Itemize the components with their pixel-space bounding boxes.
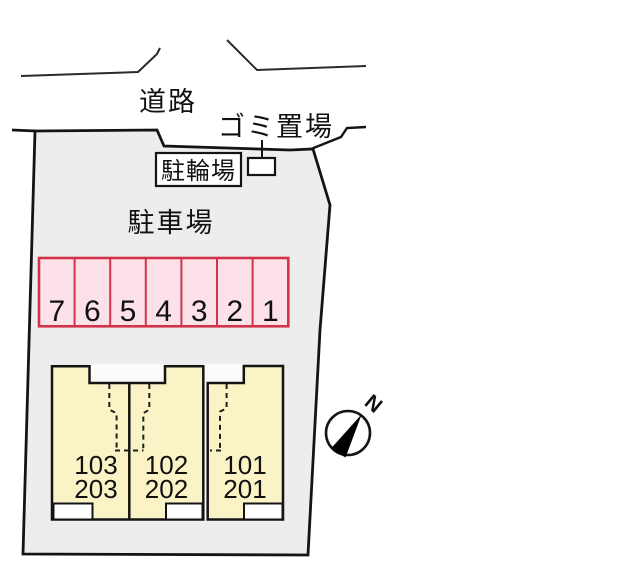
parking-space-number: 1: [262, 295, 279, 328]
parking-row: [37, 256, 290, 328]
building-notch: [207, 364, 244, 383]
compass-needle-icon: [331, 414, 362, 458]
unit-entrance: [243, 502, 284, 521]
garbage-box: [246, 156, 277, 177]
unit-entrance: [52, 502, 94, 521]
building-notch: [89, 364, 165, 383]
bicycle-parking-label: 駐輪場: [161, 158, 236, 185]
building-gap: [203, 364, 208, 519]
car-parking-label: 駐車場: [128, 208, 215, 238]
unit-number: 202: [145, 474, 188, 504]
parking-dividers: [73, 258, 254, 327]
unit-number: 101: [223, 450, 266, 480]
unit-numbers: 103 203 102 202 101 201: [74, 450, 266, 504]
stair-dashed-line: [108, 384, 118, 449]
unit-number: 103: [74, 450, 117, 480]
road-label: 道路: [139, 87, 197, 117]
unit-entrance: [165, 502, 204, 521]
parking-space-number: 2: [226, 295, 243, 328]
road-line-right: [226, 39, 367, 72]
garbage-area-label: ゴミ置場: [218, 112, 334, 142]
curb-extension-left: [11, 128, 37, 133]
stair-dashed-line: [219, 384, 228, 449]
building-block-west: [50, 365, 205, 521]
unit-number: 102: [145, 450, 188, 480]
stair-dashed-lines: [108, 384, 228, 452]
stair-dashed-line: [142, 384, 151, 449]
parking-space-number: 7: [48, 295, 65, 328]
parking-space-number: 5: [120, 295, 137, 328]
unit-number: 201: [223, 474, 266, 504]
curb-extension-right: [310, 125, 367, 151]
compass-north-label: N: [360, 390, 386, 417]
unit-number: 203: [74, 474, 117, 504]
bicycle-parking-label-box: [154, 151, 243, 188]
parking-space-number: 6: [84, 295, 101, 328]
parking-space-number: 3: [191, 295, 208, 328]
parking-space-numbers: 7 6 5 4 3 2 1: [48, 295, 278, 328]
road-line-left: [20, 47, 161, 77]
parking-space-number: 4: [155, 295, 172, 328]
